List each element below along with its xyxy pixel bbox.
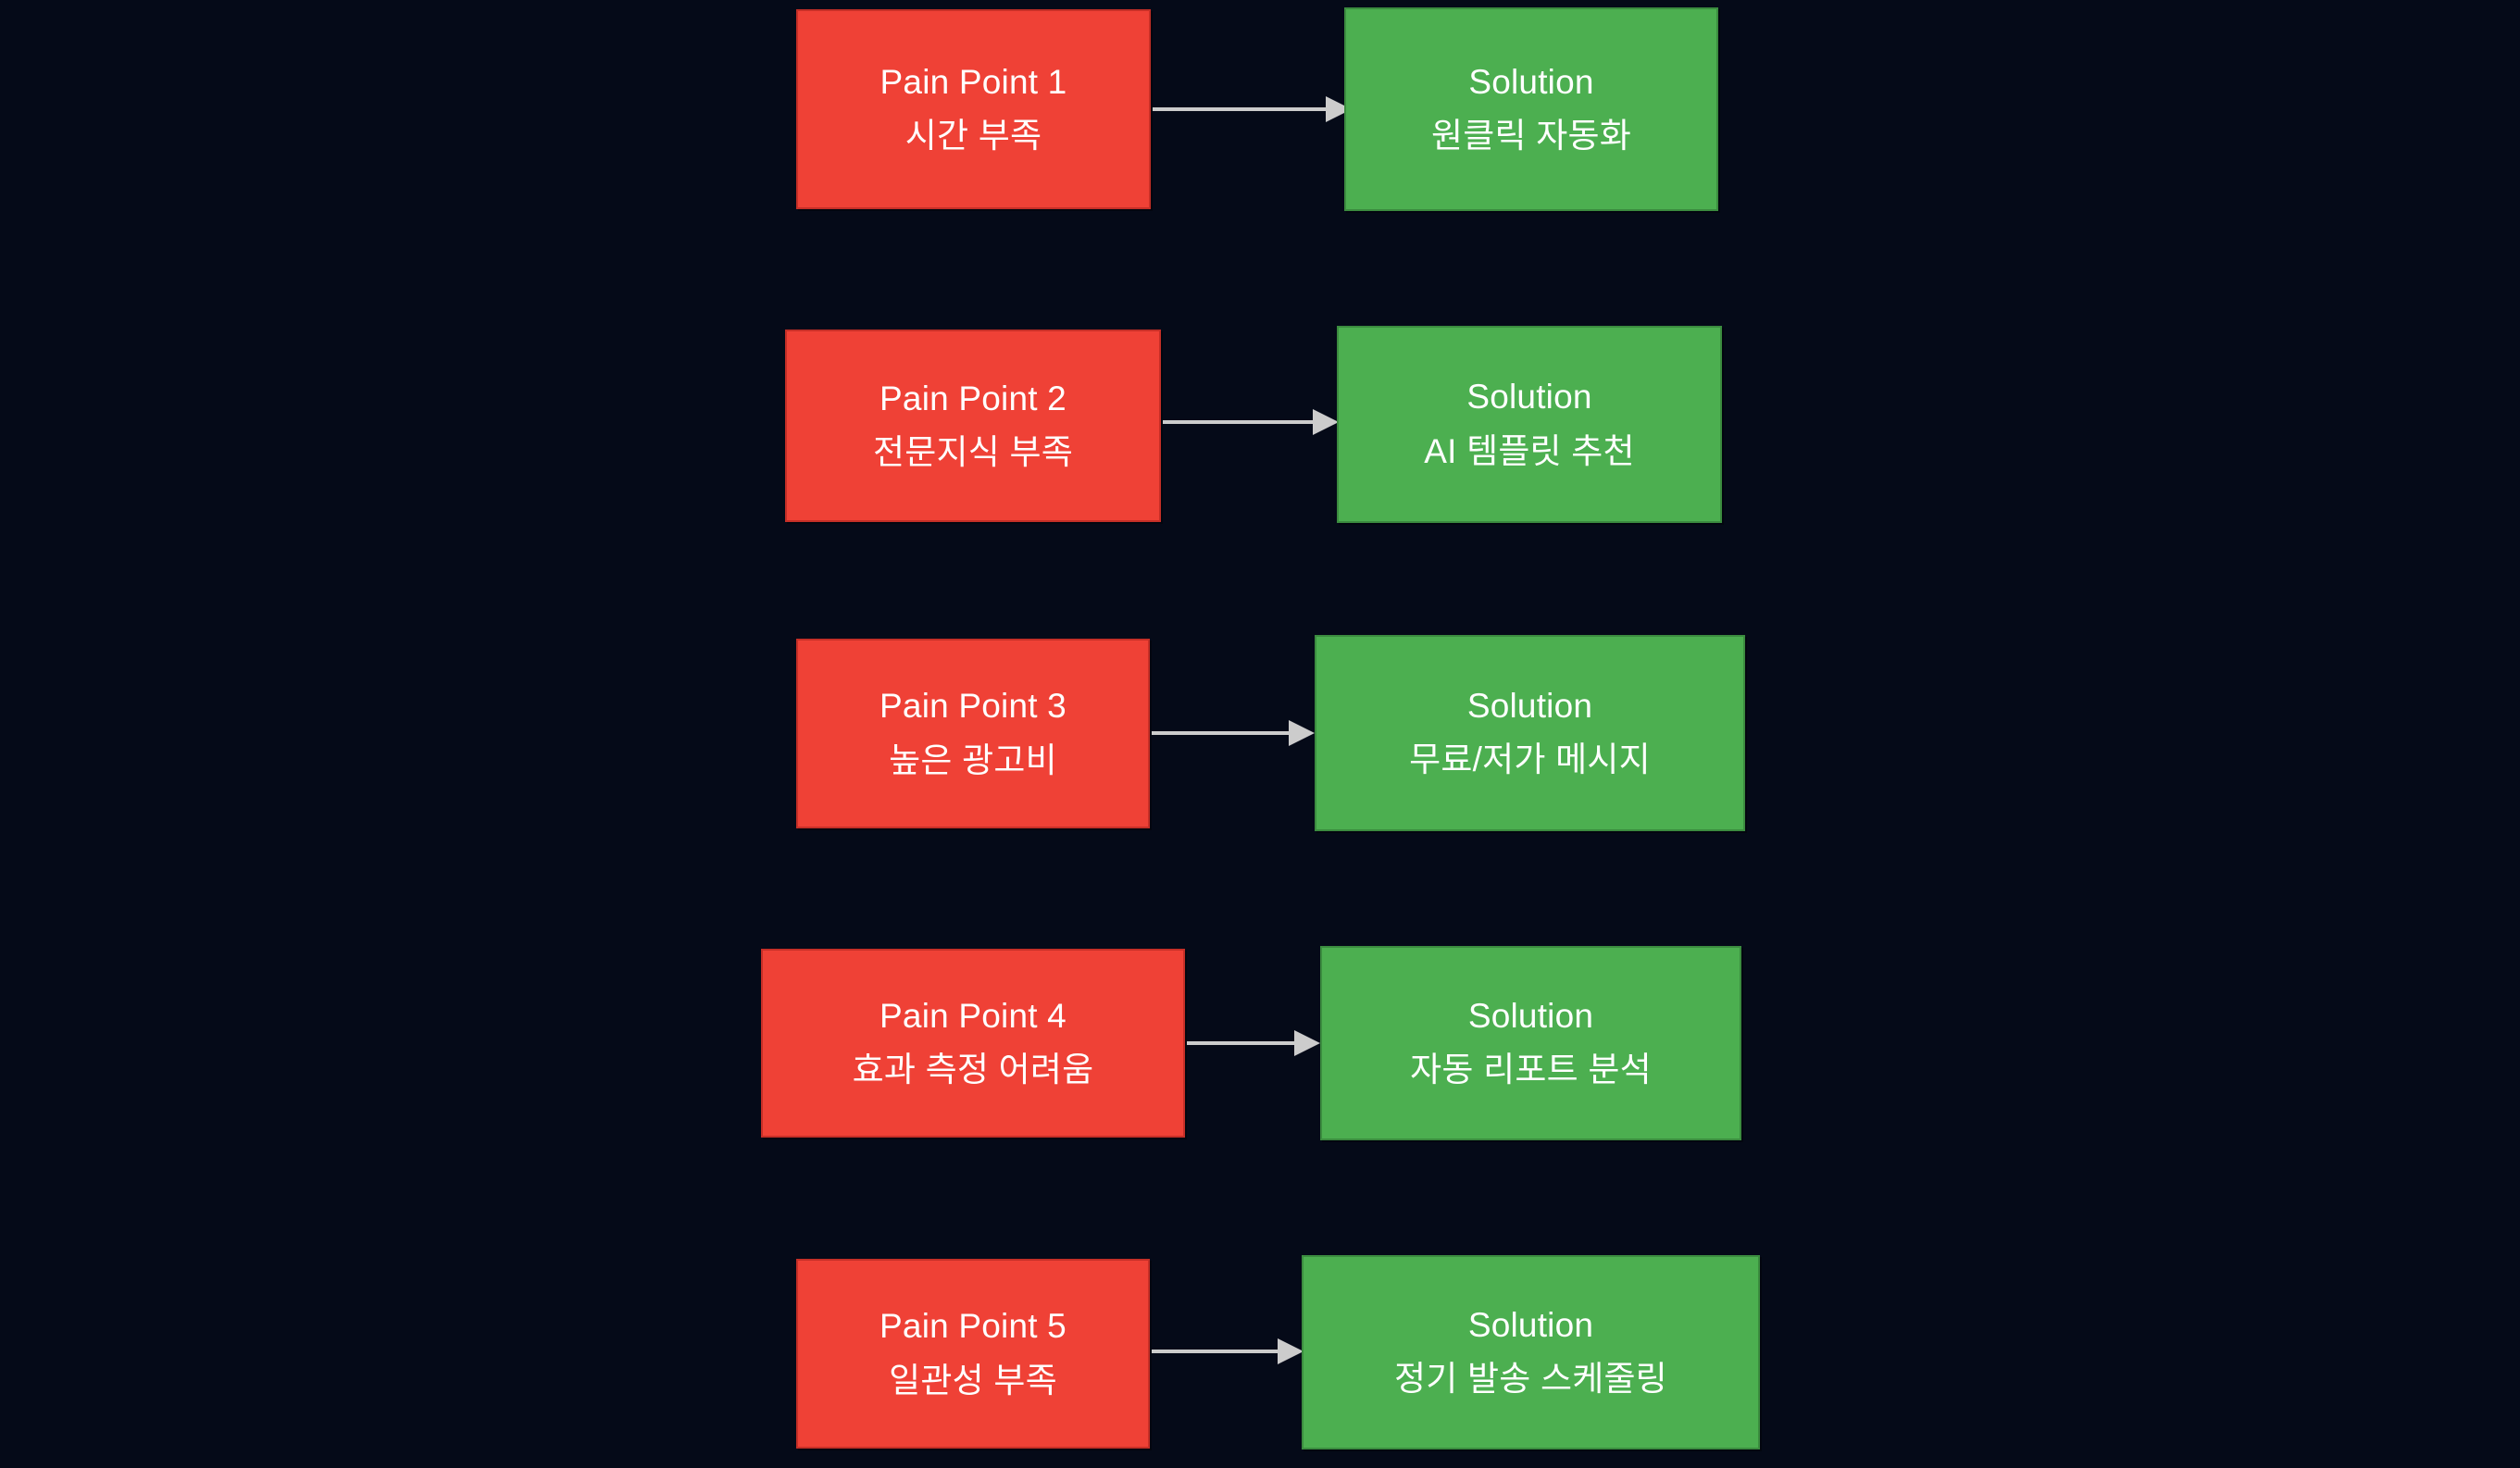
solution-node[interactable]: Solution 무료/저가 메시지 (1315, 635, 1745, 831)
pain-point-detail: 효과 측정 어려움 (852, 1051, 1094, 1089)
arrow-icon (1152, 720, 1315, 746)
solution-title: Solution (1467, 1305, 1594, 1344)
pain-point-node[interactable]: Pain Point 4 효과 측정 어려움 (761, 949, 1185, 1138)
solution-detail: 자동 리포트 분석 (1410, 1051, 1652, 1089)
solution-detail: AI 템플릿 추천 (1424, 431, 1635, 470)
arrow-icon (1152, 1338, 1304, 1364)
solution-node[interactable]: Solution 자동 리포트 분석 (1320, 946, 1741, 1140)
arrow-icon (1163, 409, 1339, 435)
arrow-icon (1153, 96, 1352, 122)
pain-point-node[interactable]: Pain Point 3 높은 광고비 (796, 639, 1150, 828)
solution-node[interactable]: Solution 원클릭 자동화 (1344, 7, 1718, 211)
pain-point-detail: 시간 부족 (904, 117, 1042, 155)
solution-title: Solution (1468, 62, 1594, 101)
pain-point-detail: 일관성 부족 (889, 1361, 1057, 1400)
solution-title: Solution (1466, 686, 1593, 725)
pain-point-node[interactable]: Pain Point 1 시간 부족 (796, 9, 1151, 209)
solution-title: Solution (1466, 378, 1592, 417)
pain-point-title: Pain Point 3 (880, 687, 1067, 726)
arrow-icon (1187, 1030, 1320, 1056)
solution-detail: 원클릭 자동화 (1431, 117, 1631, 155)
solution-node[interactable]: Solution 정기 발송 스케줄링 (1302, 1255, 1760, 1449)
pain-point-node[interactable]: Pain Point 2 전문지식 부족 (785, 330, 1161, 522)
pain-point-title: Pain Point 2 (880, 379, 1067, 417)
pain-point-title: Pain Point 5 (880, 1307, 1067, 1346)
solution-detail: 정기 발송 스케줄링 (1394, 1360, 1667, 1398)
pain-point-title: Pain Point 1 (880, 62, 1067, 101)
pain-point-detail: 높은 광고비 (889, 740, 1057, 779)
solution-title: Solution (1467, 996, 1594, 1035)
pain-point-detail: 전문지식 부족 (873, 433, 1073, 471)
pain-point-node[interactable]: Pain Point 5 일관성 부족 (796, 1259, 1150, 1449)
solution-node[interactable]: Solution AI 템플릿 추천 (1337, 326, 1722, 523)
pain-point-title: Pain Point 4 (880, 996, 1067, 1035)
solution-detail: 무료/저가 메시지 (1409, 740, 1651, 778)
